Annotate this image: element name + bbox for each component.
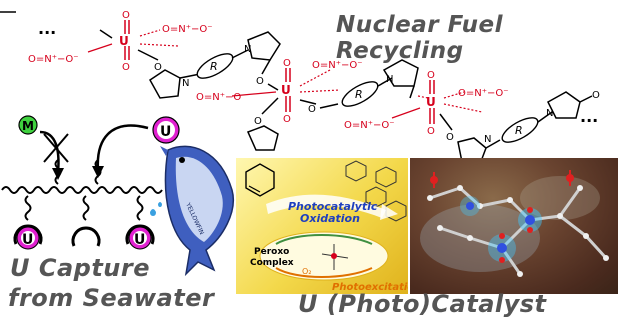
photocatalysis-panel: Photocatalytic Oxidation Peroxo Complex …	[236, 158, 421, 294]
binding-site	[125, 224, 155, 245]
oxo-atom: O	[283, 58, 291, 69]
photoexcitation-label: Photoexcitation	[332, 282, 408, 293]
metal-ion-circle	[18, 115, 38, 135]
amide-nitrogen: N	[244, 44, 251, 55]
rejection-arrowhead	[52, 168, 64, 180]
carbonyl-oxygen: O	[256, 76, 264, 87]
nitrate-group: O=N⁺−O⁻	[196, 92, 247, 103]
uranyl-unit-1: U O O O=N⁺−O⁻ O=N⁺−O⁻ O N R N O	[28, 10, 281, 99]
carbonyl-oxygen: O	[254, 116, 262, 127]
tuna-fish-icon: YELLOWFIN	[160, 145, 234, 277]
r-group: R	[515, 124, 523, 137]
cross-mark	[43, 133, 69, 163]
nitrate-group: O=N⁺−O⁻	[312, 60, 363, 71]
photocatalytic-label: Photocatalytic	[288, 200, 378, 213]
peroxo-label: Peroxo	[254, 247, 289, 257]
from-seawater-title: from Seawater	[8, 284, 215, 312]
amide-nitrogen: N	[546, 108, 553, 119]
oxo-atom: O	[427, 126, 435, 137]
nuclear-fuel-recycling-title: Nuclear Fuel Recycling	[336, 12, 503, 64]
polymer-backbone	[1, 186, 163, 194]
capture-arrowhead	[92, 166, 104, 178]
uranium-atom: U	[119, 34, 129, 48]
uranyl-unit-3: U O O O=N⁺−O⁻ O=N⁺−O⁻ O N R N O	[344, 70, 600, 165]
pendant-chain	[94, 159, 102, 185]
uranium-label: U	[160, 124, 171, 140]
cyclohexene-structure	[245, 163, 275, 197]
amide-nitrogen: N	[386, 74, 393, 85]
bound-uranium-inner	[133, 231, 147, 245]
nitrate-group: O=N⁺−O⁻	[28, 54, 79, 65]
pendant-chain	[82, 195, 90, 221]
oxo-atom: O	[427, 70, 435, 81]
pendant-chain	[136, 195, 144, 221]
carbonyl-oxygen: O	[308, 104, 316, 115]
catalytic-cycle	[259, 231, 389, 281]
nitrate-group: O=N⁺−O⁻	[458, 88, 509, 99]
nitrate-group: O=N⁺−O⁻	[162, 24, 213, 35]
r-group: R	[355, 88, 363, 101]
nitrate-group: O=N⁺−O⁻	[344, 120, 395, 131]
u-capture-title: U Capture	[10, 254, 151, 282]
crystal-structure-render	[420, 170, 609, 277]
empty-binding-site	[71, 226, 101, 247]
uranium-inner	[157, 121, 175, 139]
u-photocatalyst-title: U (Photo)Catalyst	[298, 290, 547, 318]
pendant-chain	[54, 159, 62, 185]
carbonyl-oxygen: O	[592, 90, 600, 101]
complex-label: Complex	[250, 258, 294, 268]
photocatalysis-scheme: Photocatalytic Oxidation Peroxo Complex …	[245, 160, 421, 293]
uranium-atom: U	[281, 83, 291, 97]
rejection-arrow	[39, 130, 60, 173]
bound-uranium-inner	[21, 231, 35, 245]
oxo-atom: O	[122, 62, 130, 73]
metal-label: M	[22, 119, 34, 133]
crystal-render-panel	[410, 158, 618, 294]
oxygen-label: O₂	[302, 267, 312, 276]
uranyl-unit-2: U O O O=N⁺−O⁻ O=N⁺−O⁻ O O R N	[196, 58, 419, 151]
pendant-chain	[24, 195, 32, 221]
water-drop-icon	[158, 202, 162, 207]
chain-start-dots: ...	[38, 19, 56, 38]
oxo-atom: O	[122, 10, 130, 21]
carbonyl-oxygen: O	[154, 62, 162, 73]
carbonyl-oxygen: O	[446, 132, 454, 143]
chain-end-dots: ...	[580, 107, 598, 126]
bound-uranium-label: U	[22, 232, 33, 248]
amide-nitrogen: N	[182, 78, 189, 89]
amide-nitrogen: N	[484, 134, 491, 145]
r-group: R	[210, 60, 218, 73]
bound-uranium-label: U	[134, 232, 145, 248]
oxo-atom: O	[283, 114, 291, 125]
binding-site	[13, 224, 43, 245]
uranium-atom: U	[426, 95, 436, 109]
capture-arrow	[96, 124, 149, 171]
oxidation-label: Oxidation	[300, 212, 360, 225]
water-drop-icon	[150, 209, 156, 216]
